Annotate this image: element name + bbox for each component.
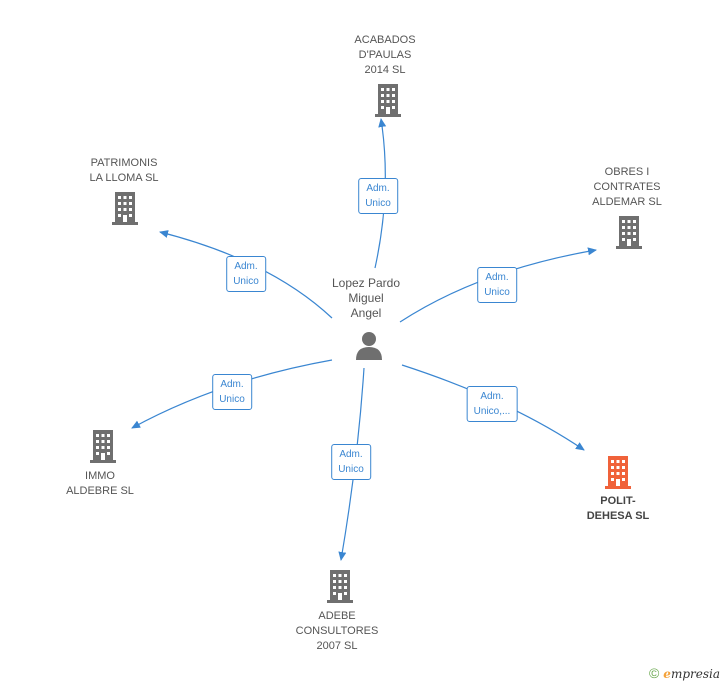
building-icon[interactable] bbox=[88, 428, 118, 464]
person-icon[interactable] bbox=[354, 330, 384, 360]
edge-label-patrimonis[interactable]: Adm. Unico bbox=[226, 256, 266, 292]
edge-label-adebe[interactable]: Adm. Unico bbox=[331, 444, 371, 480]
copyright-symbol: © bbox=[648, 665, 660, 681]
edge-label-obres[interactable]: Adm. Unico bbox=[477, 267, 517, 303]
brand-logo: empresia bbox=[663, 667, 720, 681]
edge-label-acabados[interactable]: Adm. Unico bbox=[358, 178, 398, 214]
edge-label-polit[interactable]: Adm. Unico,... bbox=[466, 386, 518, 422]
node-label-immo: IMMO ALDEBRE SL bbox=[66, 470, 134, 497]
node-label-polit: POLIT- DEHESA SL bbox=[586, 495, 650, 522]
node-label-patrimonis: PATRIMONIS LA LLOMA SL bbox=[89, 157, 159, 184]
center-person-label: Lopez Pardo Miguel Angel bbox=[331, 276, 401, 320]
footer-brand[interactable]: ©empresia bbox=[649, 665, 720, 681]
node-label-adebe: ADEBE CONSULTORES 2007 SL bbox=[295, 610, 379, 652]
building-icon-highlight[interactable] bbox=[603, 454, 633, 490]
edge-label-immo[interactable]: Adm. Unico bbox=[212, 374, 252, 410]
node-label-acabados: ACABADOS D'PAULAS 2014 SL bbox=[354, 34, 416, 76]
building-icon[interactable] bbox=[614, 214, 644, 250]
building-icon[interactable] bbox=[325, 568, 355, 604]
building-icon[interactable] bbox=[110, 190, 140, 226]
node-label-obres: OBRES I CONTRATES ALDEMAR SL bbox=[592, 166, 662, 208]
building-icon[interactable] bbox=[373, 82, 403, 118]
